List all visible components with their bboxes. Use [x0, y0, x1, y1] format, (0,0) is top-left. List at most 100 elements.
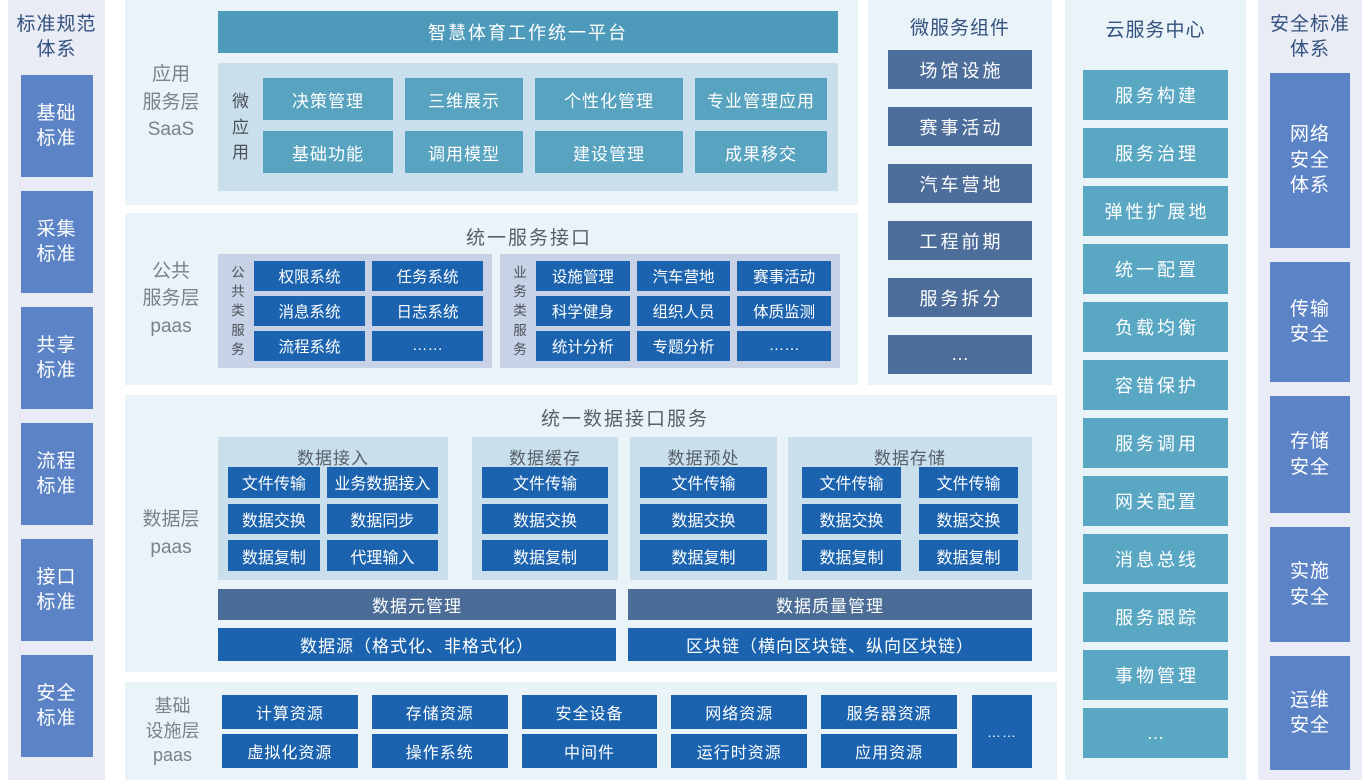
data-col: 文件传输数据交换数据复制: [228, 467, 320, 572]
blockchain-bar: 区块链（横向区块链、纵向区块链）: [628, 628, 1032, 661]
standard-box: 共享 标准: [20, 307, 93, 410]
public-layer-label: 公共 服务层 paas: [142, 260, 200, 337]
data-col: 文件传输数据交换数据复制: [919, 467, 1018, 572]
cloud-service-box: 弹性扩展地: [1083, 186, 1228, 237]
data-group-title: 数据缓存: [509, 449, 581, 468]
security-box: 运维 安全: [1270, 656, 1350, 771]
resource-box: 操作系统: [371, 734, 508, 768]
security-box: 实施 安全: [1270, 527, 1350, 643]
microservice-box: 汽车营地: [888, 164, 1032, 204]
standard-box: 流程 标准: [20, 423, 93, 526]
resource-box: 安全设备: [521, 695, 658, 729]
common-services-group: 公 共 类 服 务 权限系统消息系统流程系统 任务系统日志系统 ……: [218, 254, 493, 368]
standard-box: 安全 标准: [20, 655, 93, 758]
data-box: 数据复制: [802, 540, 901, 572]
infra-col: 计算资源虚拟化资源: [222, 695, 358, 768]
microservice-list: 场馆设施赛事活动汽车营地工程前期服务拆分 …: [888, 50, 1032, 375]
service-box: ……: [372, 331, 484, 361]
infra-col: 服务器资源应用资源: [821, 695, 957, 768]
data-storage-group: 数据存储 文件传输数据交换数据复制 文件传输数据交换数据复制: [788, 437, 1032, 580]
business-services-group: 业 务 类 服 务 设施管理科学健身统计分析 汽车营地组织人员专题分析 赛事活动…: [500, 254, 840, 368]
micro-app-col: 专业管理应用成果移交: [695, 78, 827, 173]
data-col: 业务数据接入数据同步代理输入: [326, 467, 438, 572]
cloud-service-box: 服务治理: [1083, 128, 1228, 179]
data-box: 文件传输: [802, 467, 901, 498]
business-services-label: 业 务 类 服 务: [513, 265, 527, 357]
service-col: 赛事活动体质监测……: [737, 261, 832, 361]
resource-box: 计算资源: [222, 695, 358, 729]
service-box: 日志系统: [372, 296, 484, 326]
service-col: 任务系统日志系统 ……: [372, 261, 484, 361]
cloud-service-box: 事物管理: [1083, 650, 1228, 701]
cloud-service-box: 负载均衡: [1083, 302, 1228, 353]
public-service-layer-panel: 公共 服务层 paas 统一服务接口 公 共 类 服 务 权限系统消息系统流程系…: [125, 213, 858, 385]
service-box: 统计分析: [536, 331, 630, 361]
data-preprocess-group: 数据预处 文件传输数据交换数据复制: [630, 437, 777, 580]
service-col: 权限系统消息系统流程系统: [254, 261, 366, 361]
infra-col: 网络资源运行时资源: [671, 695, 808, 768]
microservice-box: 服务拆分: [888, 278, 1032, 318]
data-meta-management-bar: 数据元管理: [218, 589, 616, 620]
standard-box: 基础 标准: [20, 75, 93, 178]
infra-resource-grid: 计算资源虚拟化资源 存储资源操作系统 安全设备中间件 网络资源运行时资源 服务器…: [222, 695, 957, 768]
micro-app-box: 个性化管理: [535, 78, 683, 120]
micro-app-box: 三维展示: [405, 78, 523, 120]
service-box: 任务系统: [372, 261, 484, 291]
data-box: 业务数据接入: [326, 467, 438, 498]
data-box: 数据交换: [482, 503, 608, 535]
data-col: 文件传输数据交换数据复制: [802, 467, 901, 572]
microservice-box: 赛事活动: [888, 107, 1032, 147]
data-source-bar: 数据源（格式化、非格式化）: [218, 628, 616, 661]
micro-app-box: 决策管理: [263, 78, 393, 120]
service-box: 体质监测: [737, 296, 832, 326]
service-box: 设施管理: [536, 261, 630, 291]
data-layer-panel: 数据层 paas 统一数据接口服务 数据接入 文件传输数据交换数据复制 业务数据…: [125, 395, 1057, 672]
data-group-title: 数据接入: [297, 449, 369, 468]
platform-header-bar: 智慧体育工作统一平台: [218, 11, 838, 53]
micro-app-grid: 决策管理基础功能 三维展示调用模型 个性化管理建设管理 专业管理应用成果移交: [263, 78, 827, 173]
unified-service-interface-title: 统一服务接口: [465, 228, 592, 249]
service-groups: 公 共 类 服 务 权限系统消息系统流程系统 任务系统日志系统 …… 业 务 类 …: [218, 254, 840, 368]
data-access-group: 数据接入 文件传输数据交换数据复制 业务数据接入数据同步代理输入: [218, 437, 448, 580]
cloud-service-center-title: 云服务中心: [1105, 20, 1206, 41]
micro-app-col: 三维展示调用模型: [405, 78, 523, 173]
cloud-service-center-column: 云服务中心 服务构建服务治理弹性扩展地统一配置负载均衡容错保护服务调用网关配置消…: [1065, 0, 1246, 780]
standards-spec-sidebar: 标准规范 体系 基础 标准采集 标准共享 标准流程 标准接口 标准安全 标准: [8, 0, 105, 780]
security-box: 网络 安全 体系: [1270, 73, 1350, 249]
resource-box: 服务器资源: [821, 695, 957, 729]
infra-more-box: ……: [972, 695, 1032, 768]
data-box: 数据复制: [919, 540, 1018, 572]
service-box: 权限系统: [254, 261, 366, 291]
cloud-service-box: 服务调用: [1083, 418, 1228, 469]
security-box: 存储 安全: [1270, 396, 1350, 514]
service-col: 汽车营地组织人员专题分析: [636, 261, 731, 361]
common-services-label: 公 共 类 服 务: [231, 265, 245, 357]
microservice-components-title: 微服务组件: [909, 18, 1010, 39]
standards-spec-title: 标准规范 体系: [16, 14, 97, 61]
infrastructure-layer-panel: 基础 设施层 paas 计算资源虚拟化资源 存储资源操作系统 安全设备中间件 网…: [125, 682, 1057, 780]
app-service-layer-panel: 应用 服务层 SaaS 智慧体育工作统一平台 微 应 用 决策管理基础功能 三维…: [125, 0, 858, 205]
resource-box: 中间件: [521, 734, 658, 768]
unified-data-interface-title: 统一数据接口服务: [540, 409, 709, 430]
data-box: 代理输入: [326, 540, 438, 572]
service-box: 汽车营地: [636, 261, 731, 291]
cloud-service-box: 容错保护: [1083, 360, 1228, 411]
microservice-box: …: [888, 335, 1032, 375]
resource-box: 网络资源: [671, 695, 808, 729]
security-standards-title: 安全标准 体系: [1269, 14, 1350, 61]
micro-app-box: 基础功能: [263, 131, 393, 173]
data-group-title: 数据存储: [874, 449, 946, 468]
microservice-components-column: 微服务组件 场馆设施赛事活动汽车营地工程前期服务拆分 …: [868, 0, 1052, 385]
service-col: 设施管理科学健身统计分析: [536, 261, 630, 361]
data-group-title: 数据预处: [667, 449, 740, 468]
cloud-service-box: 服务跟踪: [1083, 592, 1228, 643]
data-box: 数据交换: [640, 503, 767, 535]
data-box: 数据交换: [919, 503, 1018, 535]
data-box: 数据复制: [228, 540, 320, 572]
data-quality-management-bar: 数据质量管理: [628, 589, 1032, 620]
microservice-box: 场馆设施: [888, 50, 1032, 90]
microservice-box: 工程前期: [888, 221, 1032, 261]
cloud-service-list: 服务构建服务治理弹性扩展地统一配置负载均衡容错保护服务调用网关配置消息总线服务跟…: [1083, 70, 1228, 759]
service-box: ……: [737, 331, 832, 361]
data-box: 数据交换: [228, 503, 320, 535]
